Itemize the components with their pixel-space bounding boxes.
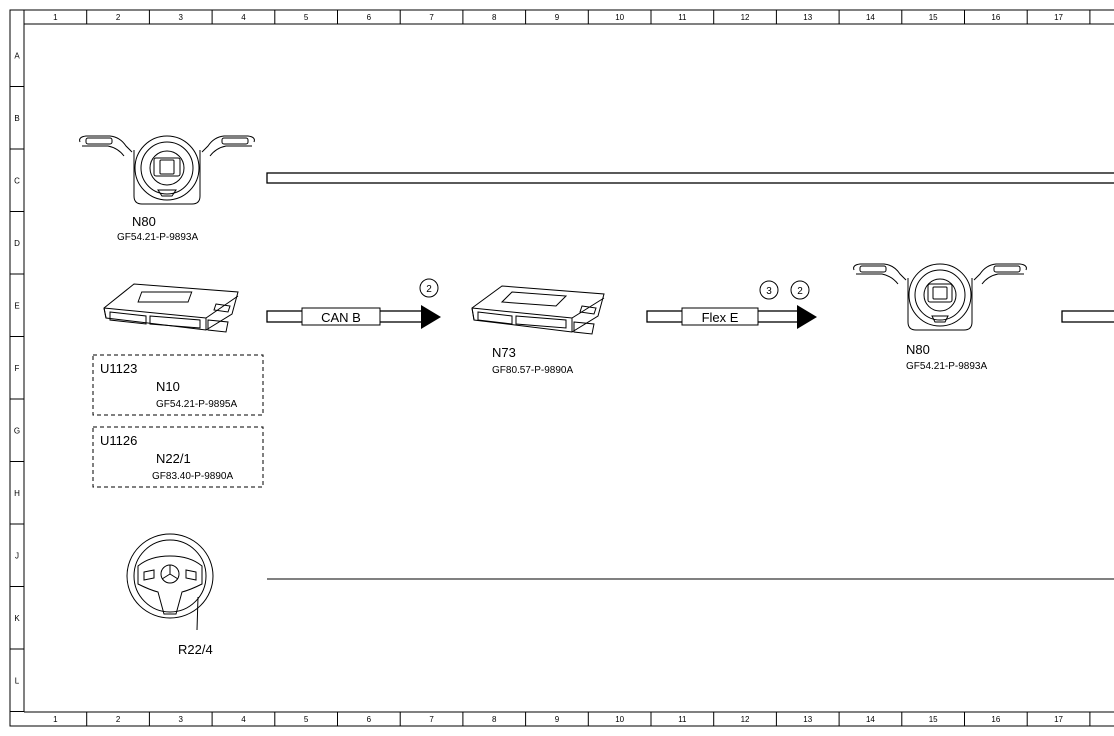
u1123-id: U1123 [100,361,137,376]
u1126-id: U1126 [100,433,137,448]
grid-row-label: E [14,301,19,310]
n80-right-ref: GF54.21-P-9893A [906,361,987,372]
grid-row-label: D [14,239,20,248]
grid-col-label-top: 14 [866,13,875,22]
n73-ref: GF80.57-P-9890A [492,365,573,376]
grid-col-label-bottom: 5 [304,715,309,724]
n80-left-code: N80 [132,214,156,229]
grid-col-label-top: 11 [678,13,687,22]
grid-row-label: G [14,426,20,435]
can-b-marker-circle [419,278,439,298]
top-bus-bar [266,172,1114,184]
grid-col-label-top: 16 [991,13,1000,22]
flex-e-marker-2: 2 [797,286,803,297]
grid-col-label-top: 5 [304,13,309,22]
n22-1-code: N22/1 [156,451,191,466]
grid-col-label-top: 13 [803,13,812,22]
grid-col-label-top: 7 [429,13,434,22]
can-b-marker: 2 [426,284,432,295]
n80-right-code: N80 [906,342,930,357]
grid-row-label: J [15,551,19,560]
grid-col-label-bottom: 11 [678,715,687,724]
n10-code: N10 [156,379,180,394]
flex-e-marker-1-circle [759,280,779,300]
grid-col-label-top: 8 [492,13,497,22]
grid-col-label-top: 10 [615,13,624,22]
grid-col-label-top: 3 [179,13,184,22]
n80-left-ref: GF54.21-P-9893A [117,232,198,243]
can-b-label-box [301,307,381,326]
grid-col-label-top: 9 [555,13,560,22]
grid-col-label-bottom: 10 [615,715,624,724]
grid-col-label-bottom: 7 [429,715,434,724]
grid-col-label-bottom: 13 [803,715,812,724]
grid-row-label: H [14,489,20,498]
grid-col-label-top: 2 [116,13,121,22]
grid-col-label-bottom: 3 [179,715,184,724]
grid-col-label-bottom: 8 [492,715,497,724]
flex-e-marker-2-circle [790,280,810,300]
grid-col-label-bottom: 6 [367,715,372,724]
grid-col-label-top: 12 [741,13,750,22]
grid-col-label-bottom: 2 [116,715,121,724]
control-unit-n73-icon [471,285,605,335]
n73-code: N73 [492,345,516,360]
can-b-bus-arrow [266,305,441,329]
grid-col-label-bottom: 16 [991,715,1000,724]
grid-col-label-top: 4 [241,13,246,22]
grid-col-label-top: 6 [367,13,372,22]
u1126-variant-box [92,426,264,488]
grid-col-label-top: 1 [53,13,58,22]
grid-col-label-bottom: 1 [53,715,58,724]
grid-col-label-bottom: 4 [241,715,246,724]
u1123-variant-box [92,354,264,416]
n10-ref: GF54.21-P-9895A [156,399,237,410]
grid-col-label-top: 17 [1054,13,1063,22]
grid-col-label-bottom: 12 [741,715,750,724]
flex-e-label: Flex E [702,310,739,325]
flex-e-label-box [681,307,759,326]
grid-col-label-top: 15 [929,13,938,22]
grid-row-label: C [14,176,20,185]
steering-wheel-icon [126,533,214,631]
grid-row-label: F [15,364,20,373]
steering-column-module-right-icon [853,263,1027,331]
r22-4-code: R22/4 [178,642,213,657]
control-unit-n10-icon [103,283,239,333]
outer-frame [9,9,1114,727]
grid-rows-left: A B C D E F G H J K L [10,51,24,712]
grid-col-label-bottom: 17 [1054,715,1063,724]
grid-row-label: L [15,676,20,685]
grid-col-label-bottom: 14 [866,715,875,724]
n22-1-ref: GF83.40-P-9890A [152,471,233,482]
grid-col-label-bottom: 15 [929,715,938,724]
grid-row-label: K [14,614,20,623]
grid-row-label: B [14,114,19,123]
right-bus-stub [1061,310,1114,323]
steering-column-module-icon [79,135,255,205]
can-b-label: CAN B [321,310,361,325]
grid-row-label: A [14,51,20,60]
flex-e-marker-1: 3 [766,286,772,297]
flex-e-bus-arrow [646,305,817,329]
grid-col-label-bottom: 9 [555,715,560,724]
